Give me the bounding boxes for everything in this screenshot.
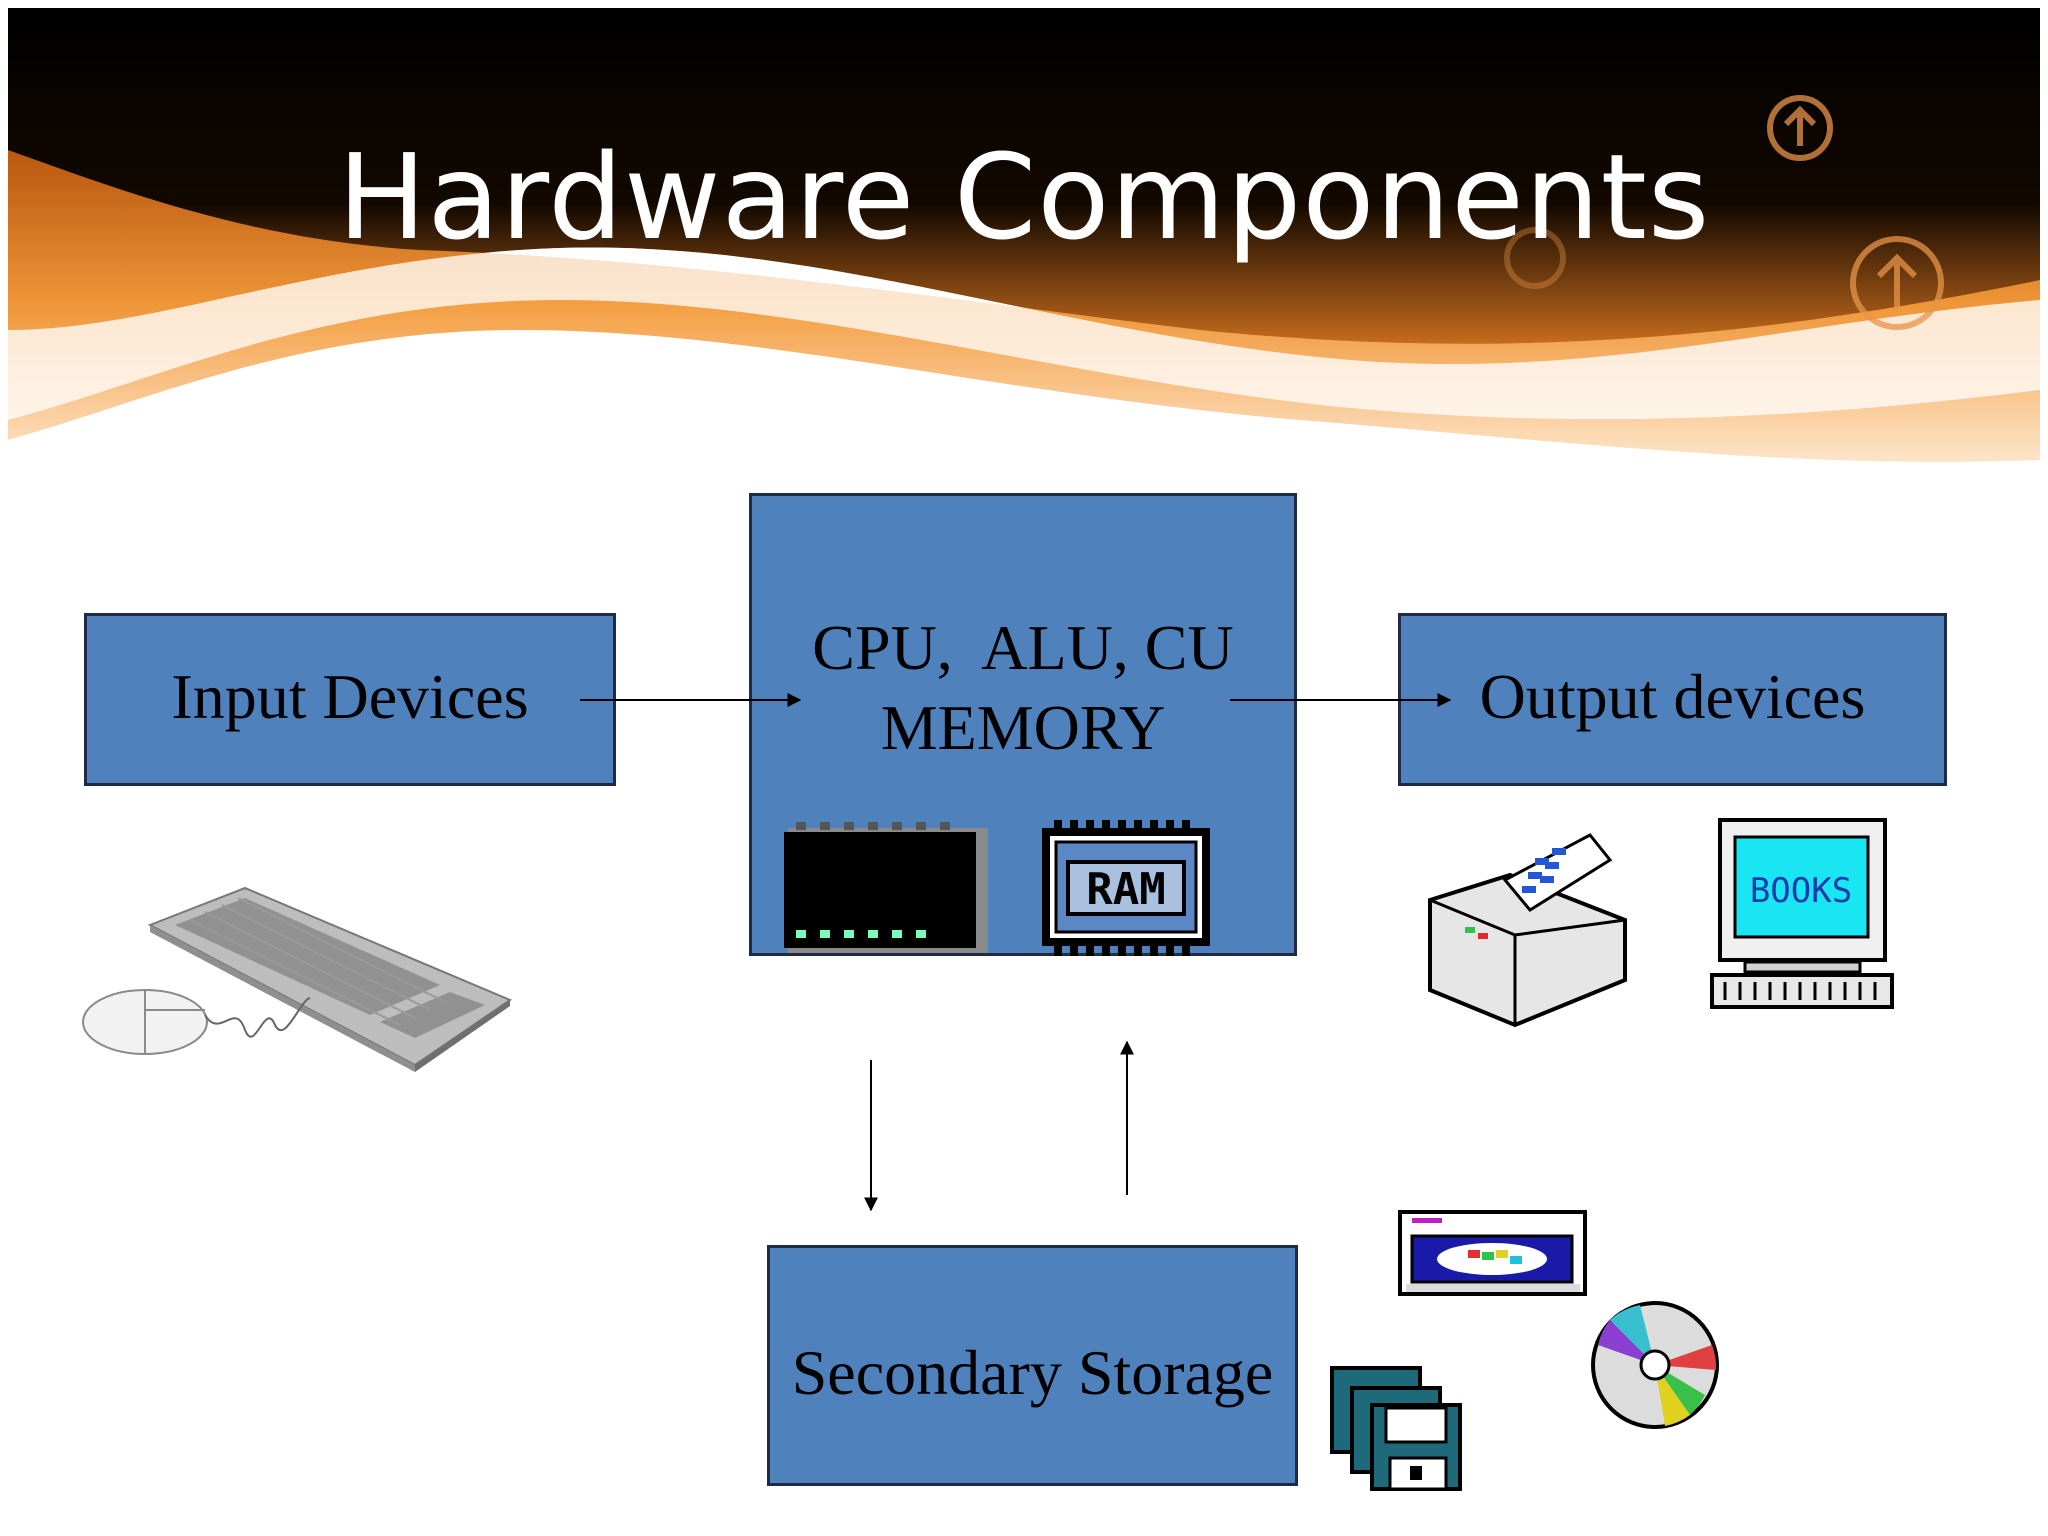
floppy-disks-icon	[1330, 1366, 1462, 1491]
slide-title: Hardware Components	[337, 128, 1711, 266]
printer-icon	[1428, 833, 1627, 1028]
cpu-chip-icon	[784, 822, 988, 953]
monitor-icon: BOOKS	[1710, 818, 1894, 1009]
secondary-storage-label: Secondary Storage	[791, 1337, 1274, 1408]
header-banner	[0, 0, 2048, 480]
input-devices-label: Input Devices	[171, 661, 529, 732]
cpu-alu-cu-label: CPU, ALU, CU	[812, 612, 1234, 683]
tape-drive-icon	[1398, 1210, 1587, 1296]
output-devices-label: Output devices	[1479, 661, 1866, 732]
output-devices-box: Output devices	[1398, 613, 1947, 786]
memory-label: MEMORY	[880, 692, 1166, 763]
keyboard-mouse-icon	[82, 886, 513, 1072]
ram-chip-label: RAM	[1086, 864, 1165, 915]
input-devices-box: Input Devices	[84, 613, 616, 786]
cd-disc-icon	[1591, 1301, 1719, 1429]
monitor-label: BOOKS	[1750, 871, 1852, 911]
banner-up-arrow-icon	[1504, 95, 1944, 330]
secondary-storage-box: Secondary Storage	[767, 1245, 1298, 1486]
ram-chip-icon: RAM	[1042, 820, 1210, 956]
